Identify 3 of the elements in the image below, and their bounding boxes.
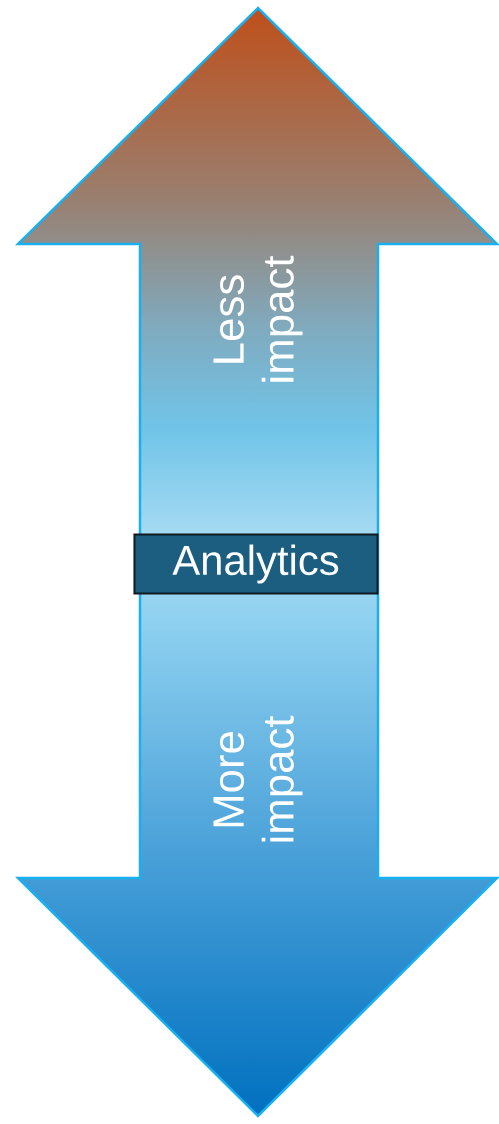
arrow-label: More impact (213, 715, 303, 842)
arrow-label: Less impact (213, 255, 303, 382)
label-box: Analytics (133, 533, 379, 595)
